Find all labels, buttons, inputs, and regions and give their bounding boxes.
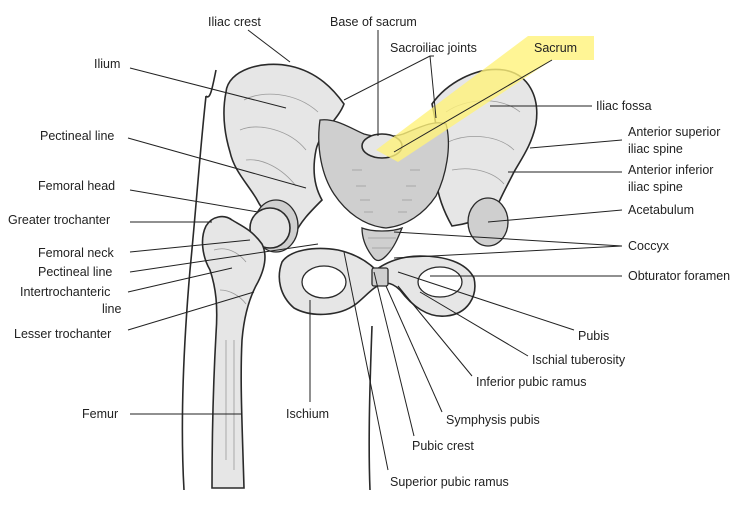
coccyx-segments [368, 237, 396, 249]
inner-thigh-line [368, 325, 373, 491]
label-pectineal-line-upper: Pectineal line [40, 129, 114, 143]
label-intertrochanteric-line2: line [102, 302, 122, 316]
leader-inferior-pubic-ramus [397, 285, 473, 377]
left-ilium [223, 63, 345, 238]
label-acetabulum: Acetabulum [628, 203, 694, 217]
femoral-head [249, 207, 291, 249]
label-sacrum: Sacrum [534, 41, 577, 55]
label-iliac-fossa: Iliac fossa [596, 99, 652, 113]
femur-shading [213, 248, 247, 470]
labels: Iliac crest Base of sacrum Sacroiliac jo… [8, 15, 730, 489]
label-iliac-crest: Iliac crest [208, 15, 261, 29]
label-femoral-head: Femoral head [38, 179, 115, 193]
label-asis-line2: iliac spine [628, 142, 683, 156]
label-intertrochanteric-line1: Intertrochanteric [20, 285, 110, 299]
leader-asis [529, 139, 623, 149]
left-ilium-shading [239, 93, 319, 187]
leader-superior-pubic-ramus [343, 251, 389, 471]
leader-pubic-crest [373, 271, 415, 437]
label-pubis: Pubis [578, 329, 609, 343]
label-aiis-line2: iliac spine [628, 180, 683, 194]
leader-symphysis-pubis [385, 285, 443, 413]
label-ilium: Ilium [94, 57, 120, 71]
label-inferior-pubic-ramus: Inferior pubic ramus [476, 375, 586, 389]
sacrum-highlight-arrow [393, 59, 553, 153]
label-ischium: Ischium [286, 407, 329, 421]
leader-ischial-tuberosity [419, 291, 529, 357]
leader-acetabulum [487, 209, 623, 223]
leader-iliac-crest [247, 29, 291, 63]
coccyx [361, 226, 404, 262]
symphysis-pubis [371, 267, 389, 287]
leader-femoral-neck [129, 239, 251, 253]
label-sacroiliac-joints: Sacroiliac joints [390, 41, 477, 55]
label-pubic-crest: Pubic crest [412, 439, 474, 453]
label-symphysis-pubis: Symphysis pubis [446, 413, 540, 427]
left-obturator-foramen [301, 265, 347, 299]
sacrum-foramina [352, 169, 420, 213]
right-obturator-foramen [417, 266, 463, 298]
leader-pectineal-line-upper [127, 137, 307, 189]
leader-ilium [129, 67, 287, 109]
leader-coccyx-1 [393, 231, 623, 247]
body-outline-left-top [205, 69, 217, 98]
label-lesser-trochanter: Lesser trochanter [14, 327, 111, 341]
label-pectineal-line-lower: Pectineal line [38, 265, 112, 279]
label-superior-pubic-ramus: Superior pubic ramus [390, 475, 509, 489]
label-femoral-neck: Femoral neck [38, 246, 114, 260]
leader-lines [127, 29, 623, 471]
leader-sacroiliac-joints [343, 55, 434, 101]
body-outline-left [181, 95, 207, 491]
label-base-of-sacrum: Base of sacrum [330, 15, 417, 29]
leader-femoral-head [129, 189, 259, 213]
label-ischial-tuberosity: Ischial tuberosity [532, 353, 626, 367]
leader-lesser-trochanter [127, 291, 255, 331]
leader-intertrochanteric [127, 267, 233, 293]
leader-pectineal-line-lower [129, 243, 319, 273]
leader-pubis [397, 271, 575, 331]
leader-coccyx-2 [393, 245, 623, 259]
label-asis-line1: Anterior superior [628, 125, 720, 139]
label-greater-trochanter: Greater trochanter [8, 213, 110, 227]
label-aiis-line1: Anterior inferior [628, 163, 713, 177]
leader-sacroiliac-joints-2 [429, 55, 437, 119]
label-coccyx: Coccyx [628, 239, 670, 253]
label-obturator-foramen: Obturator foramen [628, 269, 730, 283]
label-femur: Femur [82, 407, 118, 421]
